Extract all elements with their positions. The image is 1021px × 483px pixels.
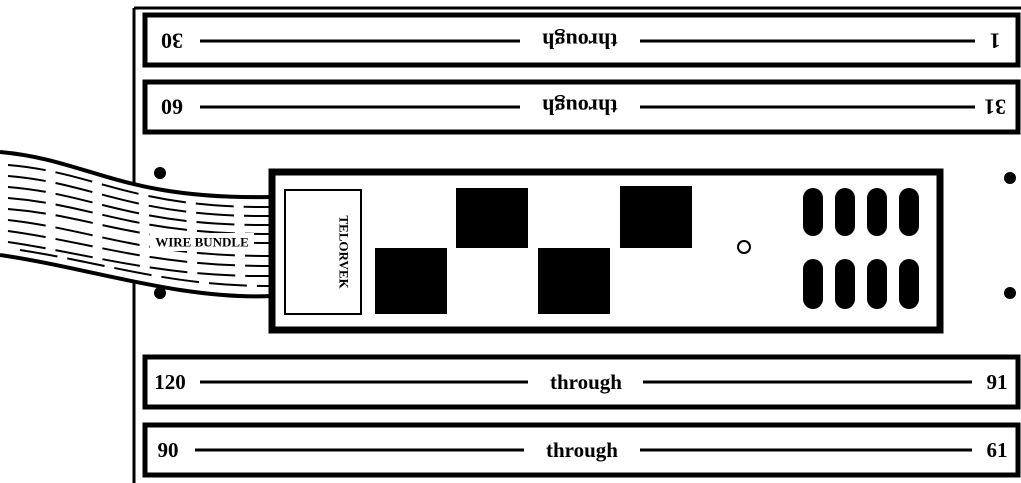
strip-4-right-number: 61 bbox=[987, 438, 1008, 462]
terminal-strip-31-60: 60 through 31 bbox=[142, 79, 1021, 135]
strip-3-left-number: 120 bbox=[154, 370, 186, 394]
terminal-strip-61-90: 90 through 61 bbox=[142, 422, 1021, 478]
strip-2-left-number: 60 bbox=[161, 95, 183, 120]
wire-bundle-label: WIRE BUNDLE bbox=[155, 235, 249, 250]
square-pad-1 bbox=[375, 248, 447, 314]
strip-2-right-number: 31 bbox=[984, 95, 1006, 120]
strip-1-through-label: through bbox=[542, 29, 617, 54]
strip-3-through-label: through bbox=[550, 370, 622, 394]
vent-slots bbox=[803, 188, 919, 309]
strip-1-left-number: 30 bbox=[161, 29, 183, 54]
square-pad-2 bbox=[456, 188, 528, 248]
connector-block bbox=[284, 189, 362, 315]
mounting-hole-top-right bbox=[1004, 172, 1016, 184]
strip-4-left-number: 90 bbox=[158, 438, 179, 462]
strip-1-right-number: 1 bbox=[990, 29, 1001, 54]
strip-2-through-label: through bbox=[542, 95, 617, 120]
mounting-hole-bottom-left bbox=[154, 287, 166, 299]
wire-bundle: WIRE BUNDLE bbox=[0, 150, 273, 299]
mounting-hole-bottom-right bbox=[1004, 287, 1016, 299]
terminal-strip-1-30: 30 through 1 bbox=[142, 12, 1021, 68]
strip-3-right-number: 91 bbox=[987, 370, 1008, 394]
indicator-led bbox=[737, 240, 751, 254]
terminal-strip-91-120: 120 through 91 bbox=[142, 354, 1021, 410]
brand-label: TELORVEK bbox=[337, 215, 352, 289]
mounting-hole-top-left bbox=[154, 167, 166, 179]
telorvek-module: TELORVEK bbox=[268, 168, 944, 334]
strip-4-through-label: through bbox=[546, 438, 618, 462]
square-pad-4 bbox=[620, 186, 692, 248]
square-pad-3 bbox=[538, 248, 610, 314]
